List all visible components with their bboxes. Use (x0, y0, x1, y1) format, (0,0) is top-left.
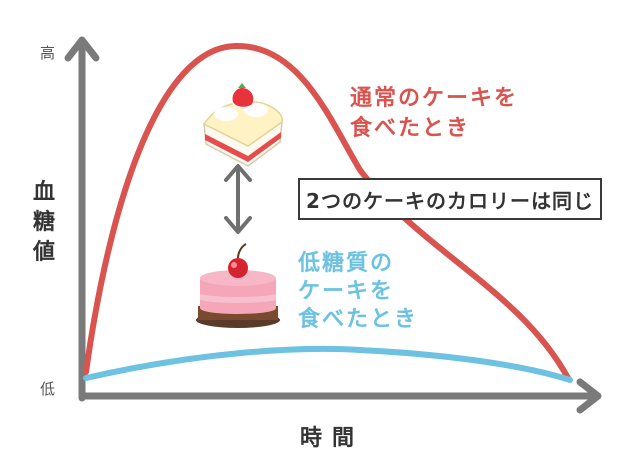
lowsugar-cake-curve (83, 345, 573, 383)
lowsugar-cake-label-line: ケーキを (298, 279, 395, 304)
axes (64, 36, 602, 414)
lowsugar-cake-label: 低糖質の ケーキを 食べたとき (298, 250, 418, 334)
x-axis-title: 時間 (300, 426, 365, 451)
x-axis-arrowhead (576, 378, 602, 414)
y-axis-arrowhead (64, 36, 100, 62)
strawberry-shortcake-slice-icon (202, 83, 283, 167)
double-arrow-vertical-icon (224, 164, 252, 234)
normal-cake-label-line: 食べたとき (350, 116, 471, 141)
normal-cake-curve (83, 42, 571, 381)
y-axis-title: 血 糖 値 (28, 178, 60, 268)
lowsugar-cake-label-line: 低糖質の (298, 251, 395, 276)
lowsugar-cake-label-line: 食べたとき (298, 307, 419, 332)
cherry-mousse-cake-icon (196, 243, 280, 328)
normal-cake-label: 通常のケーキを 食べたとき (350, 84, 518, 144)
y-axis-title-char: 血 (32, 180, 55, 205)
y-axis-title-char: 値 (32, 240, 55, 265)
normal-cake-label-line: 通常のケーキを (350, 86, 519, 111)
calorie-note-box: 2つのケーキのカロリーは同じ (298, 178, 602, 220)
y-axis-title-char: 糖 (32, 210, 55, 235)
y-axis-low-label: 低 (40, 380, 56, 398)
calorie-note-text: 2つのケーキのカロリーは同じ (306, 188, 594, 213)
y-axis-high-label: 高 (40, 44, 56, 62)
